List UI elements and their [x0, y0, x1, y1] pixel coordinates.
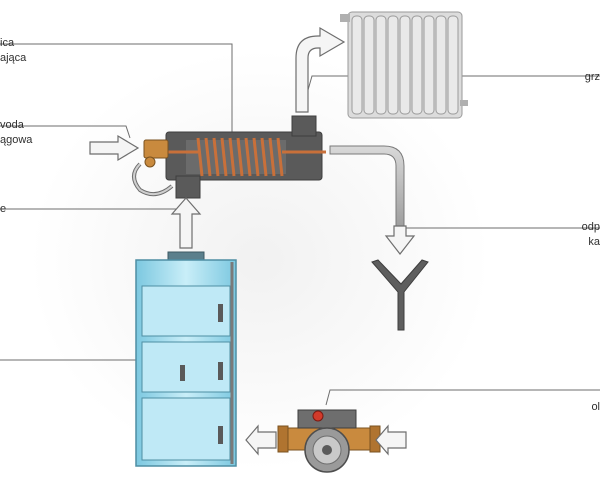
- leader-water-supply: [0, 125, 131, 139]
- label-drain-line-2: ka: [588, 236, 600, 248]
- copper-coil: [196, 137, 284, 177]
- flow-arrow-drain: [384, 225, 416, 255]
- label-water-supply-line-2: ągowa: [0, 134, 33, 146]
- label-water-supply-line-1: voda: [0, 119, 24, 131]
- heat-exchanger: [165, 115, 326, 199]
- radiator: [340, 11, 468, 119]
- flow-arrow-to-radiator: [295, 26, 346, 113]
- label-water-supply: voda ągowa: [0, 118, 32, 148]
- drain-funnel: [371, 259, 429, 331]
- boiler: [135, 251, 237, 467]
- label-pump-text: ol: [591, 401, 600, 413]
- label-radiator-line-2: grz: [584, 71, 600, 83]
- label-left-mid-text: e: [0, 203, 7, 215]
- label-radiator: grz: [585, 70, 600, 85]
- inlet-valve: [132, 139, 174, 197]
- label-left-mid: e: [0, 202, 6, 217]
- label-pump: ol: [591, 400, 600, 415]
- label-heat-exchanger-line-2: ająca: [0, 52, 27, 64]
- label-drain-line-1: odp: [581, 221, 600, 233]
- flow-arrow-pump-inlet: [375, 424, 407, 456]
- label-heat-exchanger: ica ająca: [0, 36, 26, 66]
- flow-arrow-water-inlet: [89, 134, 140, 162]
- leader-pump: [325, 389, 600, 406]
- label-heat-exchanger-line-1: ica: [0, 37, 15, 49]
- flow-arrow-pump-outlet: [245, 424, 277, 456]
- circulation-pump: [277, 409, 381, 473]
- leader-radiator: [307, 75, 600, 91]
- leader-heat-exchanger: [0, 43, 233, 150]
- flow-arrow-from-boiler: [170, 197, 202, 249]
- label-drain: odp ka: [582, 220, 600, 250]
